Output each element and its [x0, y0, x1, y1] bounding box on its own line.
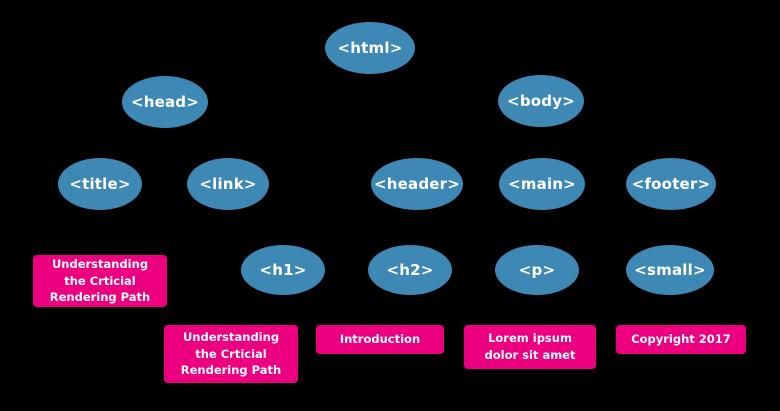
diagram-node-html[interactable]: <html> [325, 22, 415, 74]
diagram-node-label: <h1> [259, 260, 307, 279]
diagram-node-head[interactable]: <head> [122, 76, 208, 128]
diagram-node-label: Lorem ipsum dolor sit amet [484, 331, 576, 362]
diagram-node-h1[interactable]: <h1> [241, 245, 325, 295]
diagram-node-label: <html> [337, 38, 403, 57]
diagram-node-p[interactable]: <p> [495, 245, 579, 295]
diagram-node-h2[interactable]: <h2> [368, 245, 452, 295]
diagram-node-h1-text[interactable]: Understanding the Crticial Rendering Pat… [164, 325, 298, 383]
diagram-node-label: Understanding the Crticial Rendering Pat… [180, 330, 282, 378]
diagram-node-label: Understanding the Crticial Rendering Pat… [49, 257, 151, 305]
diagram-node-label: <h2> [386, 260, 434, 279]
diagram-node-body[interactable]: <body> [498, 75, 584, 127]
diagram-node-title-text[interactable]: Understanding the Crticial Rendering Pat… [33, 255, 167, 307]
diagram-node-p-text[interactable]: Lorem ipsum dolor sit amet [464, 325, 596, 369]
diagram-node-small-text[interactable]: Copyright 2017 [616, 325, 746, 354]
diagram-node-label: <footer> [631, 174, 711, 193]
diagram-node-label: <body> [507, 91, 575, 110]
diagram-node-label: Copyright 2017 [631, 332, 731, 347]
diagram-node-header[interactable]: <header> [371, 158, 463, 210]
diagram-node-label: <header> [373, 174, 461, 193]
diagram-node-label: <link> [199, 174, 257, 193]
diagram-node-title[interactable]: <title> [58, 158, 142, 210]
diagram-node-label: <main> [508, 174, 576, 193]
diagram-node-label: <p> [518, 260, 556, 279]
diagram-node-label: <small> [634, 260, 706, 279]
diagram-node-label: <head> [130, 92, 200, 111]
diagram-node-small[interactable]: <small> [626, 245, 714, 295]
diagram-node-label: <title> [69, 174, 131, 193]
diagram-node-h2-text[interactable]: Introduction [316, 325, 444, 354]
diagram-node-footer[interactable]: <footer> [626, 158, 716, 210]
diagram-node-label: Introduction [339, 332, 421, 347]
diagram-node-link[interactable]: <link> [187, 158, 269, 210]
diagram-node-main[interactable]: <main> [499, 158, 585, 210]
